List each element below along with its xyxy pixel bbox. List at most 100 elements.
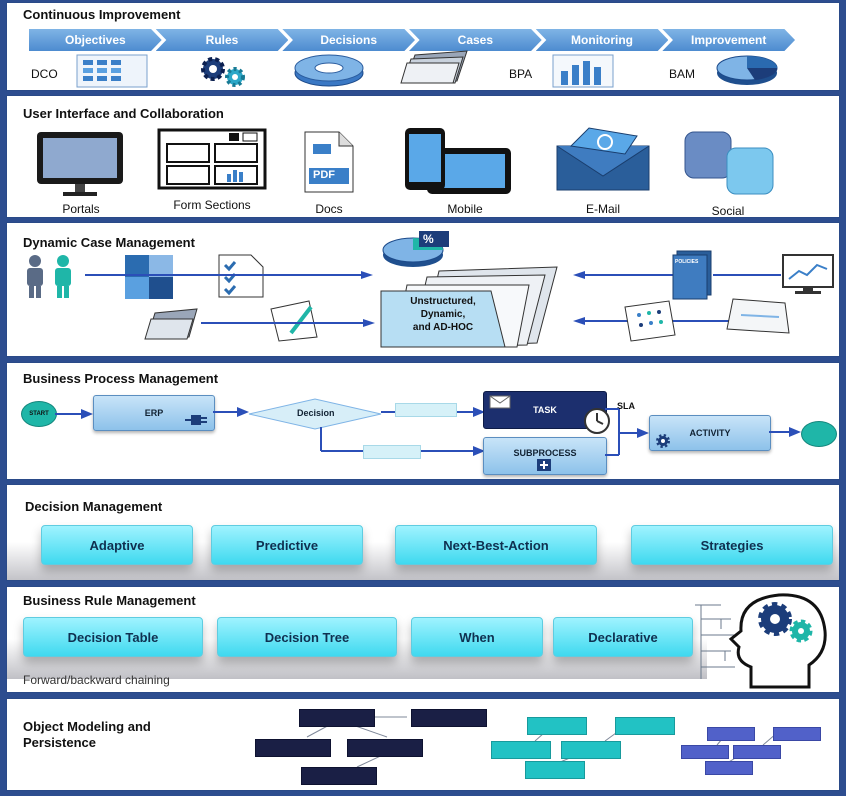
folder-text-line: and AD-HOC bbox=[412, 322, 474, 333]
start-node[interactable]: START bbox=[21, 401, 57, 427]
model-node-teal bbox=[527, 717, 587, 735]
decision-pill-strategies[interactable]: Strategies bbox=[631, 525, 833, 565]
merge-connector bbox=[605, 408, 649, 456]
band-continuous-improvement: Continuous Improvement Objectives Rules … bbox=[6, 2, 840, 91]
model-node-teal bbox=[491, 741, 551, 759]
band-ui-collaboration: User Interface and Collaboration Portals… bbox=[6, 95, 840, 218]
model-node-dark bbox=[301, 767, 377, 785]
model-node-teal bbox=[615, 717, 675, 735]
model-node-teal bbox=[561, 741, 621, 759]
pdf-document-icon bbox=[304, 131, 354, 193]
envelope-icon bbox=[489, 395, 511, 409]
rule-pill-declarative[interactable]: Declarative bbox=[553, 617, 693, 657]
chevron-objectives: Objectives bbox=[29, 29, 162, 51]
activity-box[interactable]: ACTIVITY bbox=[649, 415, 771, 451]
bpa-label: BPA bbox=[509, 67, 533, 81]
decision-disk-icon bbox=[294, 54, 364, 87]
monitor-icon bbox=[37, 132, 123, 196]
band-title: Decision Management bbox=[25, 499, 163, 514]
ui-item-label: Portals bbox=[62, 202, 100, 216]
folders-icon bbox=[144, 308, 198, 340]
object-modeling-title: Object Modeling and Persistence bbox=[23, 719, 151, 751]
head-gears-icon bbox=[728, 593, 827, 689]
model-node-blue bbox=[773, 727, 821, 741]
case-folders-icon bbox=[400, 50, 468, 84]
chevron-rules: Rules bbox=[155, 29, 289, 51]
end-node[interactable] bbox=[801, 421, 837, 447]
decision-pill-next-best-action[interactable]: Next-Best-Action bbox=[395, 525, 597, 565]
arrow-start-erp bbox=[55, 409, 93, 419]
arrow-to-cases bbox=[85, 271, 373, 279]
arrow-to-cases-lower bbox=[201, 319, 375, 327]
monitor-chart-icon bbox=[782, 254, 834, 294]
erp-label: ERP bbox=[144, 408, 164, 418]
band-decision-management: Decision Management Adaptive Predictive … bbox=[6, 484, 840, 581]
model-node-blue bbox=[733, 745, 781, 759]
model-node-blue bbox=[705, 761, 753, 775]
email-envelope-icon bbox=[556, 127, 650, 191]
ui-item-label: Social bbox=[711, 204, 745, 218]
model-node-teal bbox=[525, 761, 585, 779]
mobile-devices-icon bbox=[405, 128, 511, 194]
rule-pill-decision-table[interactable]: Decision Table bbox=[23, 617, 203, 657]
decision-pill-adaptive[interactable]: Adaptive bbox=[41, 525, 193, 565]
dashboard-icon bbox=[76, 54, 148, 88]
pdf-text: PDF bbox=[313, 169, 335, 181]
sla-label: SLA bbox=[617, 401, 635, 411]
rule-pill-decision-tree[interactable]: Decision Tree bbox=[217, 617, 397, 657]
policies-book-icon bbox=[672, 250, 712, 300]
model-node-dark bbox=[411, 709, 487, 727]
ui-item-label: Mobile bbox=[447, 202, 483, 216]
arrow-erp-decision bbox=[213, 407, 249, 417]
band-bpm: Business Process Management START ERP De… bbox=[6, 362, 840, 480]
chevron-monitoring: Monitoring bbox=[535, 29, 669, 51]
task-label: TASK bbox=[533, 405, 557, 415]
title-line: Persistence bbox=[23, 735, 96, 750]
chevron-cases: Cases bbox=[409, 29, 542, 51]
model-node-dark bbox=[299, 709, 375, 727]
chevron-row: Objectives Rules Decisions Cases Monitor… bbox=[29, 29, 796, 51]
plug-icon bbox=[185, 415, 207, 425]
dco-label: DCO bbox=[31, 67, 58, 81]
arrow-from-monitor bbox=[713, 274, 781, 276]
title-line: Object Modeling and bbox=[23, 719, 151, 734]
model-node-dark bbox=[255, 739, 331, 757]
bar-chart-icon bbox=[552, 54, 614, 88]
band-title: Dynamic Case Management bbox=[23, 235, 195, 250]
bam-label: BAM bbox=[669, 67, 696, 81]
band-title: User Interface and Collaboration bbox=[23, 106, 224, 121]
decision-diamond[interactable] bbox=[248, 398, 382, 430]
pen-document-icon bbox=[270, 300, 318, 342]
rule-pill-when[interactable]: When bbox=[411, 617, 543, 657]
ui-item-label: Docs bbox=[315, 202, 343, 216]
decision-pill-predictive[interactable]: Predictive bbox=[211, 525, 363, 565]
ui-item-label: E-Mail bbox=[585, 202, 620, 216]
rule-footnote: Forward/backward chaining bbox=[23, 673, 170, 687]
policies-text: POLICIES bbox=[675, 259, 699, 265]
rule-tree-icon bbox=[695, 604, 735, 679]
dotted-paper-icon bbox=[624, 300, 676, 342]
central-folder-text: Unstructured, Dynamic, and AD-HOC bbox=[381, 295, 505, 334]
social-icons bbox=[684, 131, 774, 195]
folder-text-line: Dynamic, bbox=[420, 309, 466, 320]
ui-item-label: Form Sections bbox=[173, 198, 251, 212]
band-title: Continuous Improvement bbox=[23, 7, 181, 22]
flow-connector-lower bbox=[363, 445, 421, 459]
subprocess-label: SUBPROCESS bbox=[513, 448, 577, 458]
clock-icon bbox=[584, 408, 610, 434]
percent-pie-icon bbox=[382, 231, 449, 267]
band-title: Business Process Management bbox=[23, 371, 219, 386]
gears-icon bbox=[201, 57, 245, 87]
arrow-activity-end bbox=[769, 427, 801, 437]
band-title: Business Rule Management bbox=[23, 593, 196, 608]
band-case-management: Dynamic Case Management bbox=[6, 222, 840, 357]
folder-text-line: Unstructured, bbox=[410, 296, 476, 307]
gear-icon bbox=[656, 434, 670, 448]
band-rule-management: Business Rule Management Decision Table … bbox=[6, 586, 840, 693]
puzzle-icon bbox=[125, 255, 173, 299]
model-node-blue bbox=[707, 727, 755, 741]
activity-label: ACTIVITY bbox=[689, 428, 731, 438]
central-folders-icon bbox=[380, 266, 558, 348]
chevron-improvement: Improvement bbox=[662, 29, 796, 51]
percent-text: % bbox=[423, 232, 434, 246]
